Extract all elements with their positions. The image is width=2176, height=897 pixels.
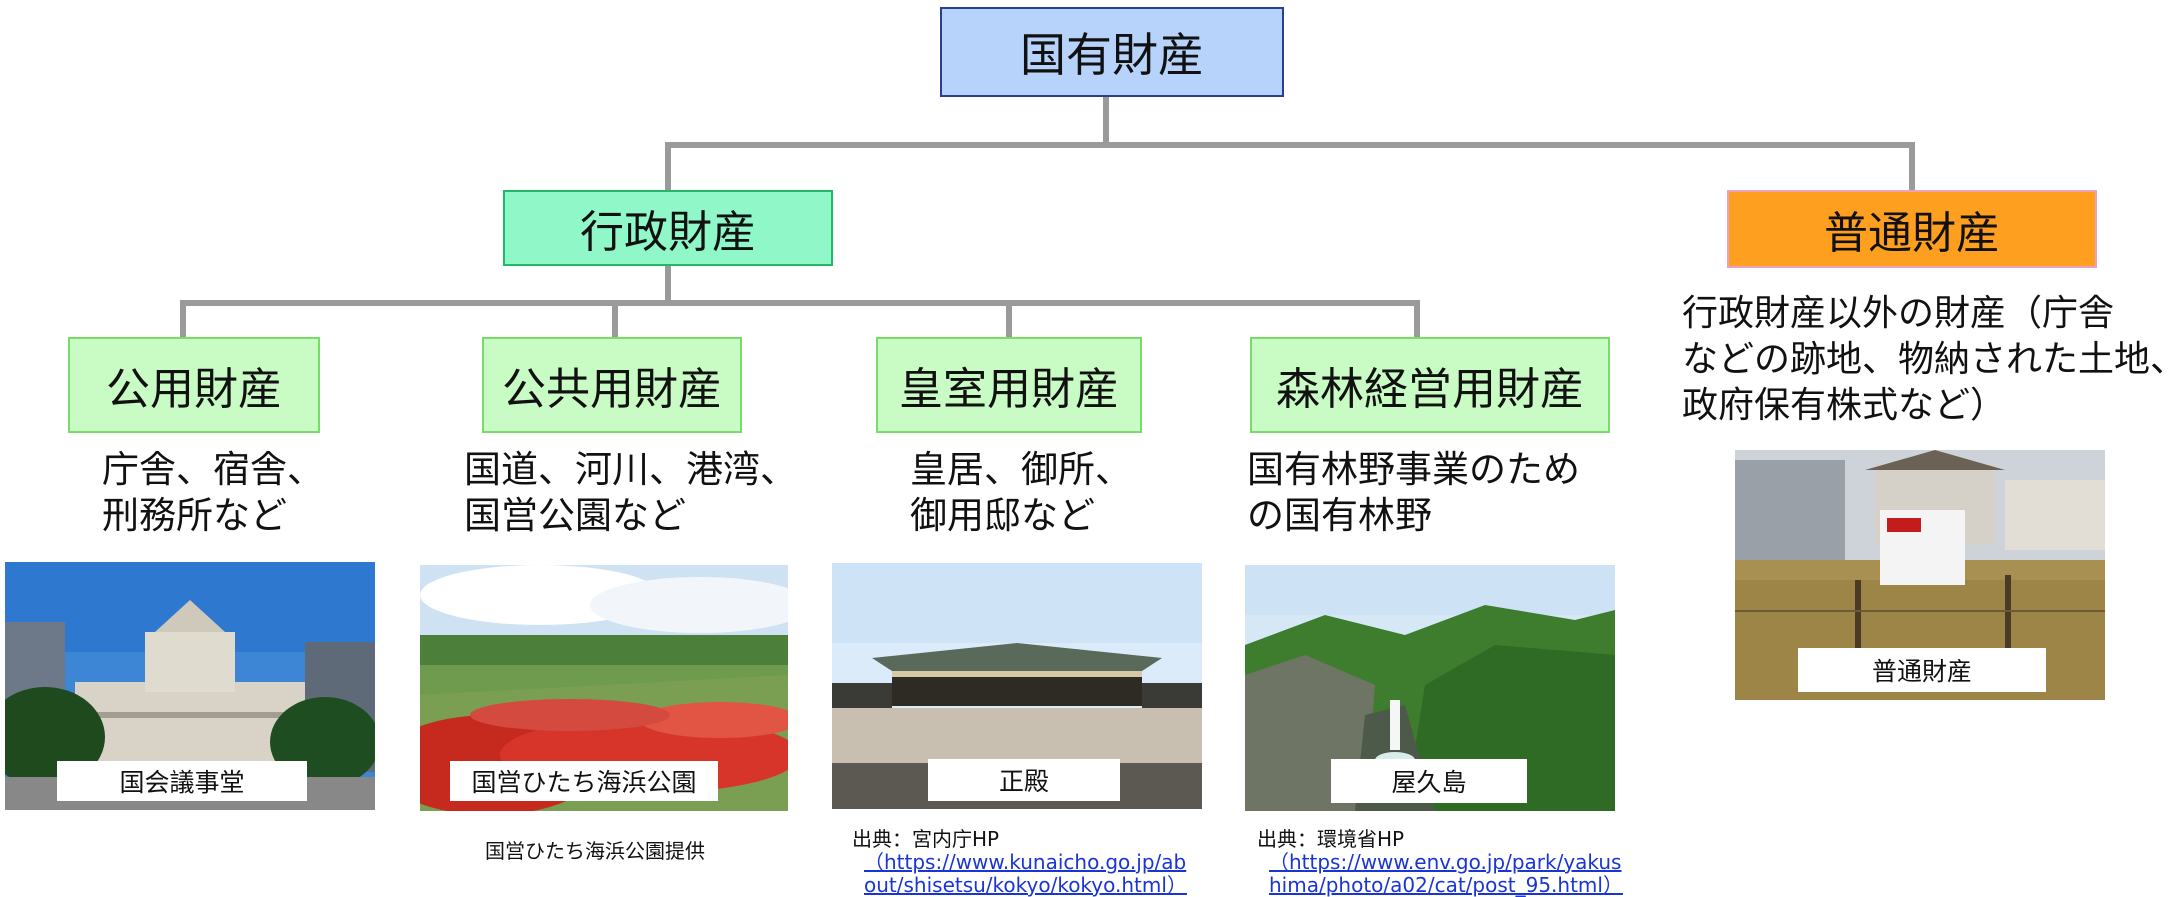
photo-hitachi-seaside-park: 国営ひたち海浜公園	[420, 565, 788, 811]
connector-ordinary-up	[1909, 142, 1915, 190]
connector-admin-down	[665, 266, 671, 306]
connector-admin-up	[665, 142, 671, 190]
photo-ordinary-property-lot: 普通財産	[1735, 450, 2105, 700]
category-node-imperial-use: 皇室用財産	[876, 337, 1142, 433]
category-description-public-use: 庁舎、宿舎、刑務所など	[102, 448, 324, 537]
connector-root-down	[1103, 97, 1109, 145]
category-node-forest-management: 森林経営用財産	[1250, 337, 1610, 433]
category-description-public-common-use: 国道、河川、港湾、国営公園など	[464, 448, 797, 537]
photo-caption-diet: 国会議事堂	[57, 761, 307, 801]
ordinary-property-node: 普通財産	[1727, 190, 2097, 268]
connector-category-2	[612, 300, 618, 338]
photo-caption-ordinary: 普通財産	[1798, 648, 2046, 692]
connector-category-3	[1006, 300, 1012, 338]
photo-caption-seiden: 正殿	[928, 759, 1120, 801]
root-node: 国有財産	[940, 7, 1284, 97]
connector-category-1	[180, 300, 186, 338]
credit-hitachi: 国営ひたち海浜公園提供	[485, 839, 705, 863]
administrative-property-node: 行政財産	[503, 190, 833, 266]
credit-source-env: 出典：環境省HP	[1257, 827, 1405, 851]
connector-category-4	[1414, 300, 1420, 338]
credit-ministry-of-environment: 出典：環境省HP （https://www.env.go.jp/park/yak…	[1257, 828, 1623, 897]
photo-seiden: 正殿	[832, 563, 1202, 809]
category-node-public-use: 公用財産	[68, 337, 320, 433]
photo-caption-hitachi: 国営ひたち海浜公園	[450, 761, 718, 801]
category-description-imperial-use: 皇居、御所、御用邸など	[910, 448, 1132, 537]
ordinary-description: 行政財産以外の財産（庁舎などの跡地、物納された土地、政府保有株式など）	[1682, 293, 2176, 426]
connector-root-horizontal	[665, 142, 1915, 148]
photo-yakushima: 屋久島	[1245, 565, 1615, 811]
connector-admin-horizontal	[180, 300, 1420, 306]
category-description-forest-management: 国有林野事業のための国有林野	[1247, 448, 1580, 537]
credit-source-kunaicho: 出典：宮内庁HP	[852, 827, 1000, 851]
photo-caption-yakushima: 屋久島	[1331, 759, 1527, 803]
category-node-public-common-use: 公共用財産	[482, 337, 742, 433]
photo-national-diet-building: 国会議事堂	[5, 562, 375, 810]
